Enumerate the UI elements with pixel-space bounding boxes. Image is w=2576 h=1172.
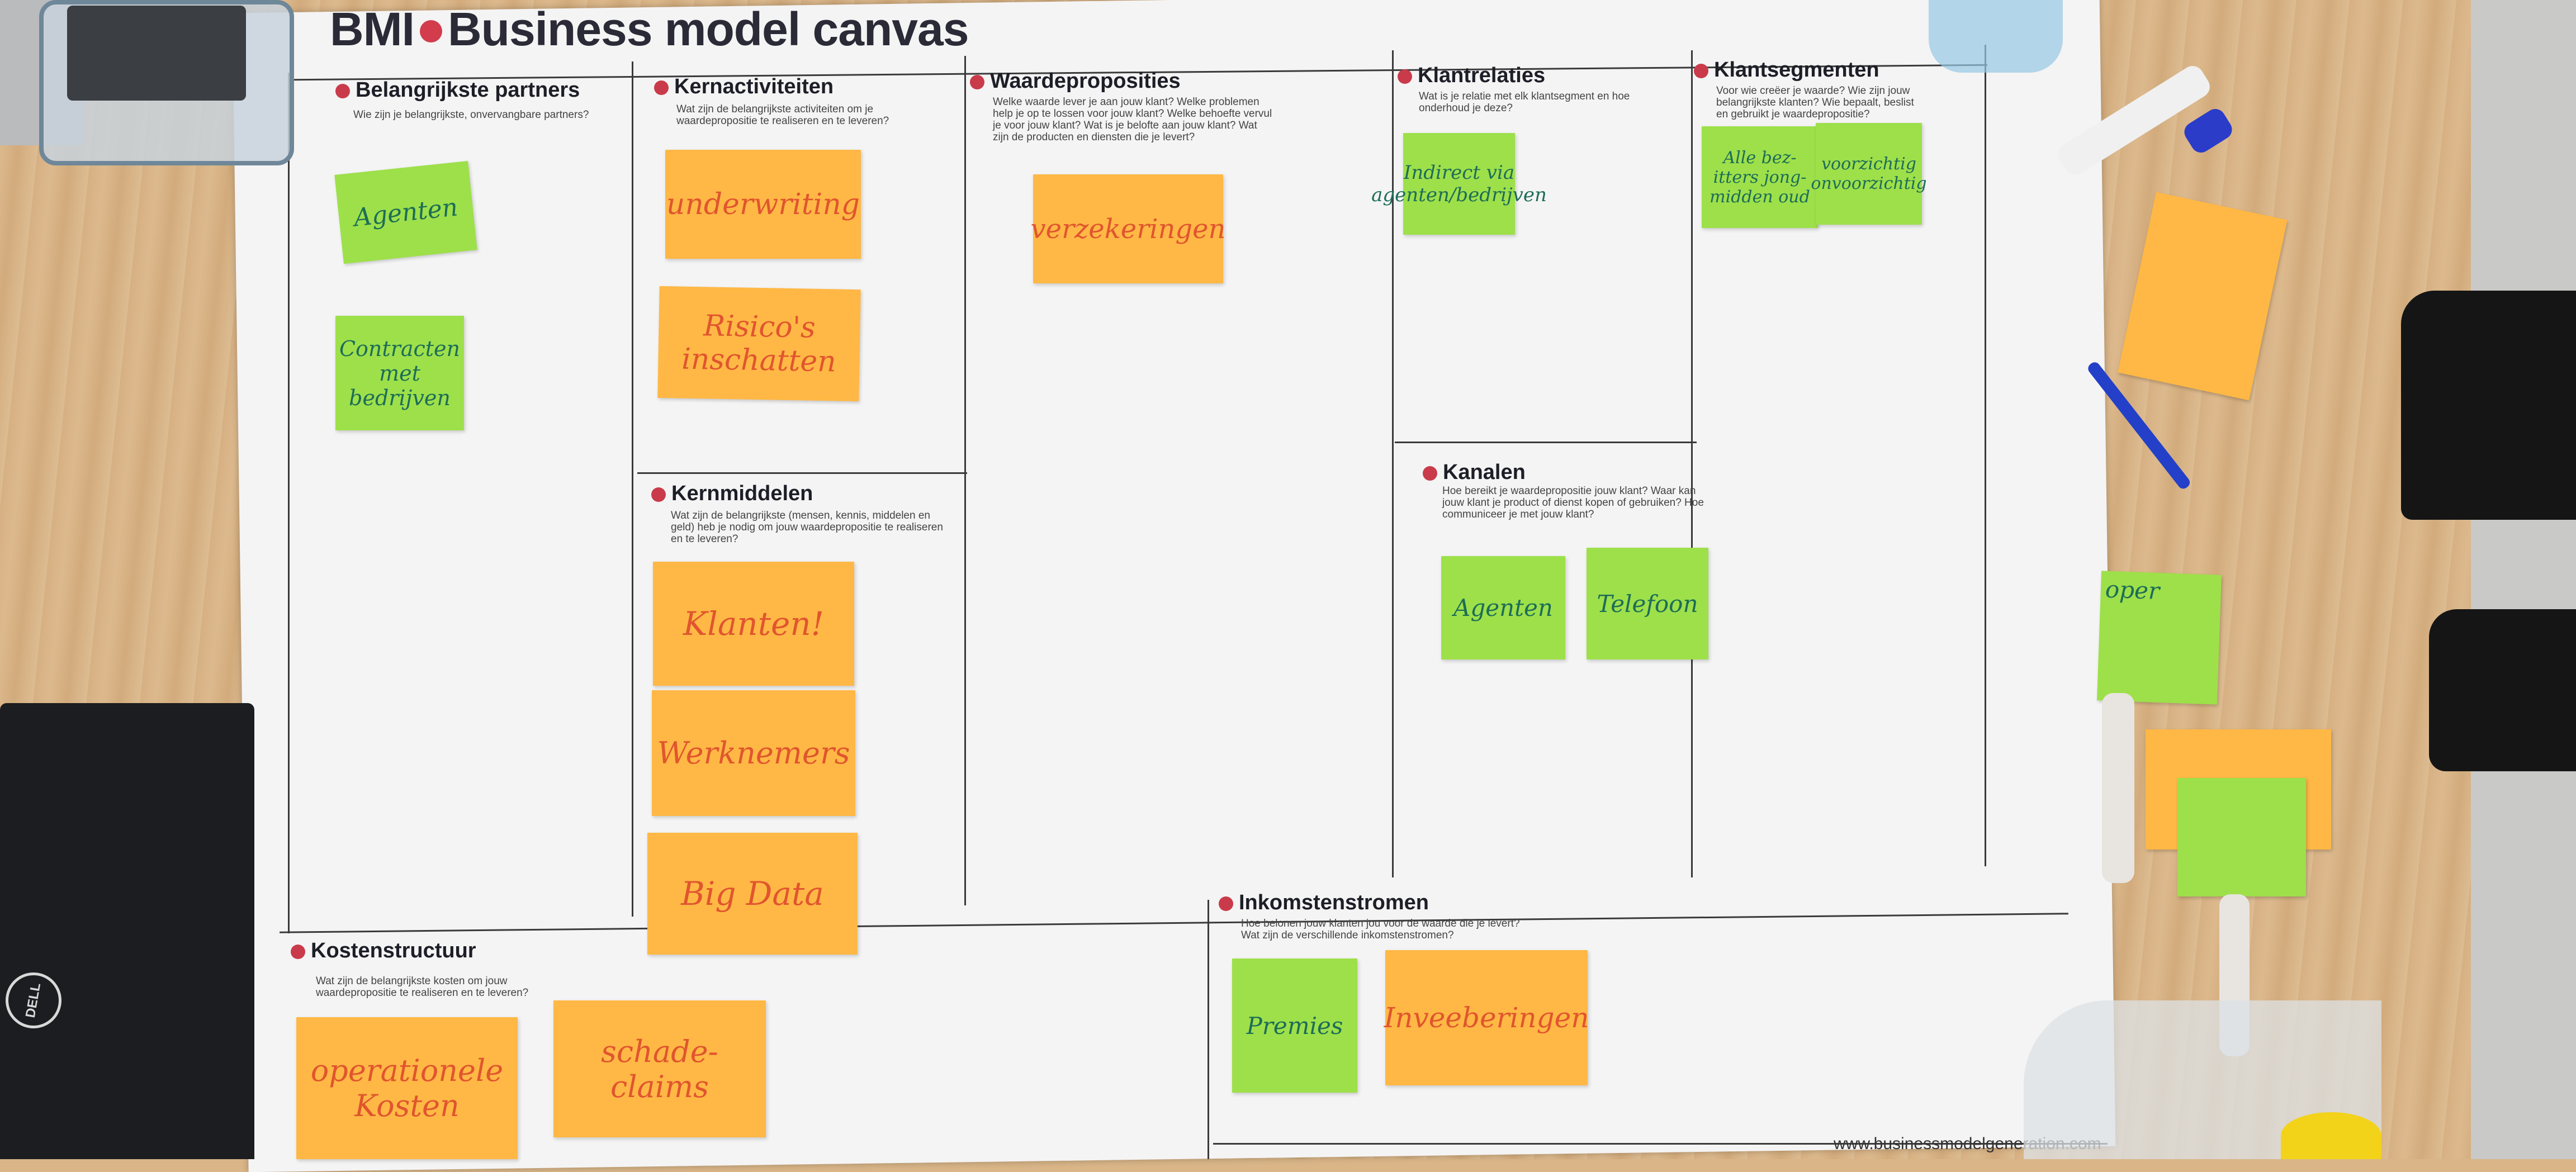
sticky-note: Contracten met bedrijven — [335, 316, 464, 430]
bullet-icon — [291, 944, 305, 959]
section-value-desc: Welke waarde lever je aan jouw klant? We… — [993, 96, 1272, 143]
section-relations-desc: Wat is je relatie met elk klantsegment e… — [1419, 91, 1630, 114]
sticky-note: Agenten — [1441, 556, 1565, 659]
sticky-note: schade-claims — [553, 1000, 766, 1137]
sticky-note: Big Data — [647, 833, 858, 955]
bullet-icon — [1219, 896, 1233, 911]
grid-line-v2 — [964, 56, 966, 905]
section-channels-title: Kanalen — [1423, 461, 1526, 485]
sticky-note: operationele Kosten — [296, 1017, 518, 1159]
sticky-note: voorzichtig onvoorzichtig — [1811, 123, 1927, 225]
title-dot-icon — [419, 20, 442, 42]
bullet-icon — [654, 80, 669, 95]
box-contents — [67, 6, 246, 101]
grid-line-v1 — [632, 61, 633, 917]
bottle-cap — [2281, 1112, 2381, 1159]
bullet-icon — [970, 74, 984, 89]
sticky-note: Werknemers — [652, 690, 855, 816]
brand-logo: BMI — [330, 3, 415, 55]
sticky-note: Alle bez-itters jong-midden oud — [1702, 126, 1818, 228]
sticky-note: Agenten — [334, 160, 477, 264]
section-revenue-title: Inkomstenstromen — [1219, 891, 1429, 915]
grid-line-v3 — [1392, 50, 1394, 877]
sticky-note: underwriting — [665, 150, 861, 259]
section-segments-title: Klantsegmenten — [1694, 58, 1879, 82]
section-resources-desc: Wat zijn de belangrijkste (mensen, kenni… — [671, 510, 943, 545]
section-channels-desc: Hoe bereikt je waardepropositie jouw kla… — [1442, 485, 1704, 520]
section-activities-desc: Wat zijn de belangrijkste activiteiten o… — [676, 103, 889, 127]
bullet-icon — [1423, 466, 1437, 481]
permanent-marker — [2102, 693, 2134, 883]
section-value-title: Waardeproposities — [970, 69, 1181, 93]
section-resources-title: Kernmiddelen — [651, 482, 813, 506]
section-activities-title: Kernactiviteiten — [654, 75, 834, 99]
sticky-note: Klanten! — [653, 562, 854, 686]
section-segments-desc: Voor wie creëer je waarde? Wie zijn jouw… — [1716, 85, 1914, 120]
bullet-icon — [335, 83, 350, 98]
title-text: Business model canvas — [447, 3, 969, 55]
sticky-note: Risico's inschatten — [657, 286, 861, 402]
section-costs-title: Kostenstructuur — [291, 939, 476, 963]
grid-bottom-line — [1213, 1143, 2108, 1145]
person-arm — [2429, 609, 2576, 771]
sticky-note: oper — [2097, 571, 2222, 705]
bullet-icon — [1398, 69, 1412, 84]
person-arm — [2401, 291, 2576, 520]
section-revenue-desc: Hoe belonen jouw klanten jou voor de waa… — [1241, 918, 1520, 941]
bullet-icon — [651, 487, 666, 502]
poster-title: BMI Business model canvas — [330, 2, 969, 56]
sticky-note: Indirect via agenten/bedrijven — [1371, 133, 1547, 235]
loose-sticky-note — [2177, 778, 2306, 896]
grid-line-left — [288, 73, 290, 933]
background-floor — [2471, 0, 2576, 1159]
grid-line-bottom-split — [1208, 900, 1209, 1159]
sticky-note: Telefoon — [1587, 548, 1708, 659]
section-partners-title: Belangrijkste partners — [335, 78, 580, 102]
sticky-note: Premies — [1232, 959, 1357, 1093]
section-partners-desc: Wie zijn je belangrijkste, onvervangbare… — [353, 109, 589, 121]
grid-line-v4 — [1691, 50, 1693, 877]
sticky-note: Inveeberingen — [1384, 950, 1589, 1085]
section-costs-desc: Wat zijn de belangrijkste kosten om jouw… — [316, 975, 529, 999]
laptop — [0, 703, 254, 1159]
grid-line-right — [1985, 45, 1986, 866]
section-relations-title: Klantrelaties — [1398, 64, 1545, 88]
grid-line-channels-top — [1395, 442, 1697, 443]
grid-line-resources-top — [637, 472, 967, 474]
sticky-note: verzekeringen — [1031, 174, 1225, 283]
bullet-icon — [1694, 63, 1708, 78]
water-bottle — [1929, 0, 2063, 73]
